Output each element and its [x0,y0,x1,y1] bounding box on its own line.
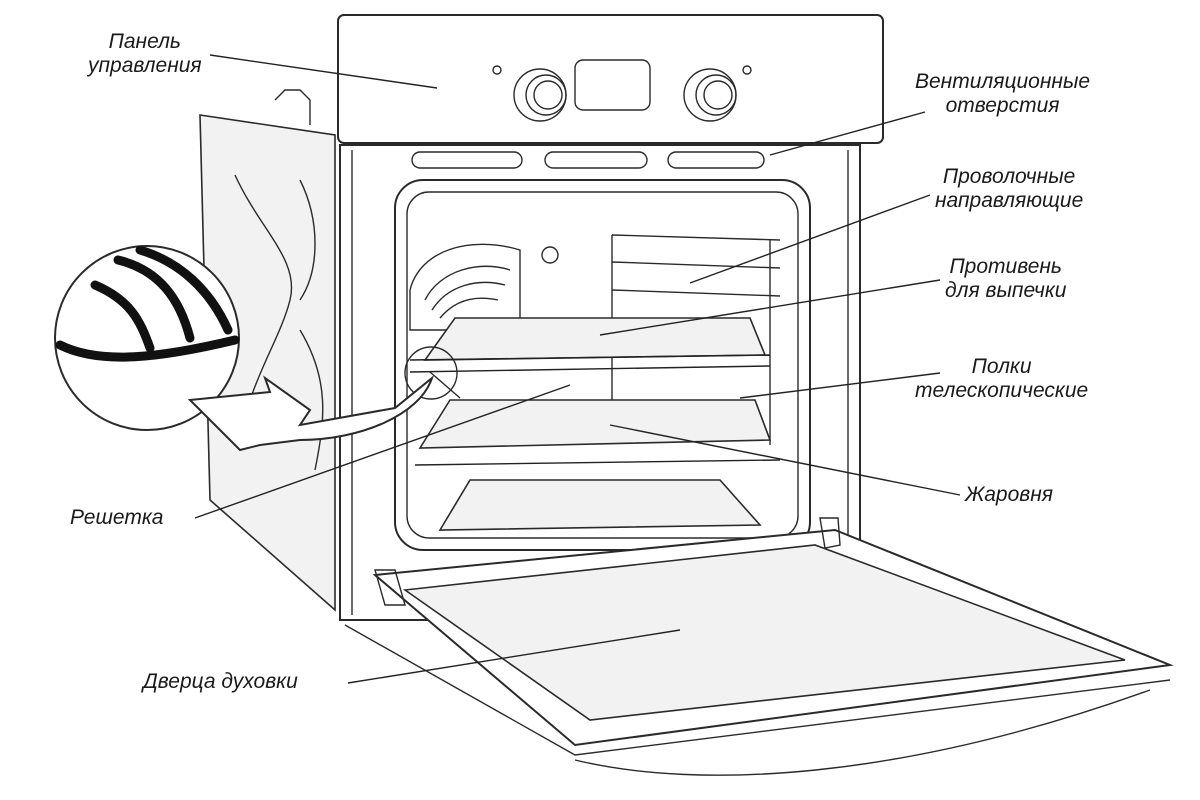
label-control-panel: Панель управления [88,30,202,77]
label-wire-guides: Проволочные направляющие [935,165,1084,212]
leader-roasting-pan [609,424,961,496]
leader-wire-guides [689,194,931,284]
baking-tray [423,317,767,361]
magnifier-inset [54,245,458,452]
leader-vents [769,111,926,156]
magnified-area-marker [404,346,458,400]
label-telescopic-shelves: Полки телескопические [915,355,1089,402]
leader-grill-rack [194,384,571,519]
indicator-light-left [492,65,502,75]
convection-fan [409,243,559,331]
label-oven-door: Дверца духовки [143,670,298,693]
label-grill-rack: Решетка [70,506,164,529]
telescopic-shelf [414,459,781,466]
label-baking-tray: Противень для выпечки [945,255,1067,302]
door-hinge-left [374,569,406,606]
magnify-arrow [187,375,434,452]
handle-bracket [274,89,311,125]
ventilation-slots [411,151,765,169]
label-roasting-pan: Жаровня [965,483,1054,506]
display-window [574,59,651,111]
leader-oven-door [347,629,681,684]
knob-right [683,68,737,122]
oven-cavity [394,179,811,551]
indicator-light-right [742,65,752,75]
door-hinge-right [819,517,841,549]
label-vents: Вентиляционные отверстия [915,70,1091,117]
roasting-pan [418,399,772,449]
knob-left [513,68,567,122]
leader-lines [194,54,961,684]
leader-telescopic-shelves [739,372,941,399]
control-panel [337,14,884,144]
leader-baking-tray [599,279,941,336]
leader-control-panel [209,54,438,89]
grill-rack [409,354,771,399]
oven-door [344,517,1174,776]
cavity-floor [438,479,762,531]
